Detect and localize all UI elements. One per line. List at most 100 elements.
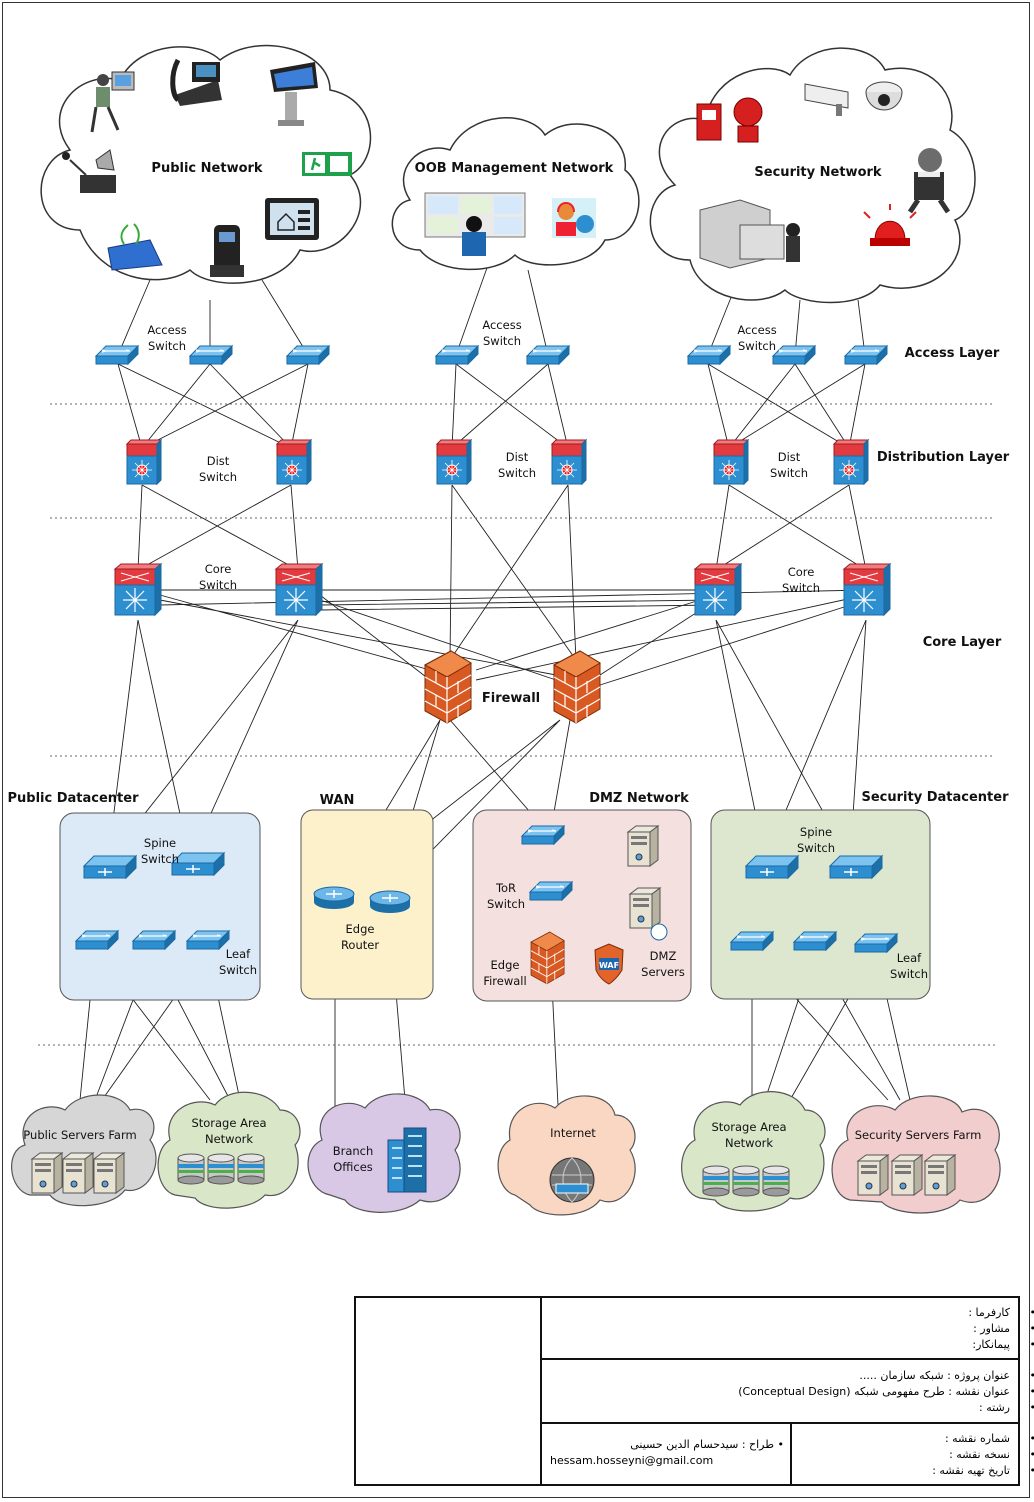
cloud-internet: Internet bbox=[497, 1095, 636, 1216]
oob-network-title: OOB Management Network bbox=[415, 161, 614, 176]
dmz-server[interactable] bbox=[627, 825, 659, 867]
ip-phone-icon bbox=[170, 58, 222, 106]
drawing-number-field: شماره نقشه : bbox=[945, 1432, 1034, 1445]
access-switch[interactable] bbox=[435, 345, 479, 365]
intruder-icon bbox=[907, 148, 951, 214]
server-icon bbox=[62, 1152, 94, 1194]
wireless-router-icon bbox=[107, 223, 163, 271]
core-switch[interactable] bbox=[843, 563, 891, 616]
monitoring-wall-icon bbox=[424, 192, 526, 256]
access-control-gate-icon bbox=[699, 199, 800, 269]
dist-switch[interactable] bbox=[126, 439, 162, 485]
wan-title: WAN bbox=[320, 793, 355, 808]
title-block-logo-area bbox=[356, 1298, 542, 1484]
title-block-row-parties: کارفرما : مشاور : پیمانکار: bbox=[542, 1298, 1034, 1360]
dist-switch[interactable] bbox=[551, 439, 587, 485]
internet-globe-icon bbox=[549, 1157, 595, 1203]
core-firewall[interactable] bbox=[424, 650, 472, 724]
server-icon bbox=[857, 1154, 889, 1196]
fire-alarm-icon bbox=[696, 97, 763, 143]
globe-icon bbox=[650, 923, 668, 941]
spine-switch[interactable] bbox=[829, 855, 883, 879]
office-building-icon bbox=[387, 1127, 427, 1193]
edge-router[interactable] bbox=[369, 890, 411, 914]
access-layer-label: Access Layer bbox=[905, 346, 1000, 361]
spine-switch[interactable] bbox=[83, 855, 137, 879]
project-title-field: عنوان پروژه : شبکه سازمان ..... bbox=[859, 1369, 1034, 1382]
public-datacenter-title: Public Datacenter bbox=[7, 791, 139, 806]
spine-switch[interactable] bbox=[745, 855, 799, 879]
core-layer-label: Core Layer bbox=[923, 635, 1002, 650]
edge-firewall[interactable] bbox=[530, 931, 565, 985]
spine-switch[interactable] bbox=[171, 852, 225, 876]
access-switch[interactable] bbox=[286, 345, 330, 365]
cloud-public-network: Public Network bbox=[40, 44, 372, 284]
designer-email[interactable]: hessam.hosseyni@gmail.com bbox=[550, 1454, 714, 1467]
core-switch[interactable] bbox=[275, 563, 323, 616]
server-icon bbox=[891, 1154, 923, 1196]
access-switch[interactable] bbox=[687, 345, 731, 365]
discipline-field: رشته : bbox=[979, 1401, 1034, 1414]
smart-home-panel-icon bbox=[265, 198, 319, 240]
user-desktop-icon bbox=[90, 71, 135, 133]
wan-zone bbox=[300, 809, 434, 1000]
date-field: تاریخ تهیه نقشه : bbox=[932, 1464, 1034, 1477]
access-switch[interactable] bbox=[189, 345, 233, 365]
waf-label: WAF bbox=[599, 961, 619, 970]
access-switch[interactable] bbox=[844, 345, 888, 365]
dmz-server[interactable] bbox=[629, 887, 661, 929]
storage-disk-icon bbox=[702, 1165, 730, 1197]
core-firewall[interactable] bbox=[553, 650, 601, 724]
access-switch[interactable] bbox=[95, 345, 139, 365]
cloud-security-network: Security Network bbox=[649, 47, 976, 304]
access-switch[interactable] bbox=[772, 345, 816, 365]
distribution-layer-label: Distribution Layer bbox=[877, 450, 1010, 465]
consultant-field: مشاور : bbox=[973, 1322, 1034, 1335]
storage-disk-icon bbox=[762, 1165, 790, 1197]
title-block-divider bbox=[790, 1424, 792, 1484]
kiosk-icon bbox=[270, 62, 318, 126]
dist-switch[interactable] bbox=[713, 439, 749, 485]
firewall-label: Firewall bbox=[482, 691, 540, 706]
cloud-oob-network: OOB Management Network bbox=[391, 117, 640, 271]
core-switch[interactable] bbox=[694, 563, 742, 616]
support-agent-icon bbox=[552, 198, 596, 238]
cloud-security-servers-farm: Security Servers Farm bbox=[831, 1095, 1001, 1214]
title-block-row-drawing: شماره نقشه : نسخه نقشه : تاریخ تهیه نقشه… bbox=[542, 1424, 1034, 1484]
access-switch[interactable] bbox=[526, 345, 570, 365]
designer-field: • طراح : سیدحسام الدین حسینی bbox=[562, 1438, 784, 1451]
security-servers-farm-label: Security Servers Farm bbox=[855, 1128, 982, 1142]
alarm-beacon-icon bbox=[863, 204, 917, 246]
dist-switch[interactable] bbox=[436, 439, 472, 485]
title-block: کارفرما : مشاور : پیمانکار: عنوان پروژه … bbox=[354, 1296, 1034, 1486]
contractor-field: پیمانکار: bbox=[972, 1338, 1034, 1351]
core-switch[interactable] bbox=[114, 563, 162, 616]
security-datacenter-title: Security Datacenter bbox=[862, 790, 1010, 805]
waf-shield-icon: WAF bbox=[594, 943, 624, 985]
emergency-exit-icon bbox=[302, 152, 352, 176]
dist-switch[interactable] bbox=[833, 439, 869, 485]
security-network-title: Security Network bbox=[754, 165, 881, 180]
edge-router[interactable] bbox=[313, 886, 355, 910]
dist-switch[interactable] bbox=[276, 439, 312, 485]
dmz-title: DMZ Network bbox=[589, 791, 689, 806]
storage-disk-icon bbox=[177, 1153, 205, 1185]
bullet: • bbox=[777, 1438, 785, 1451]
storage-disk-icon bbox=[732, 1165, 760, 1197]
cloud-public-servers-farm: Public Servers Farm bbox=[11, 1094, 157, 1207]
